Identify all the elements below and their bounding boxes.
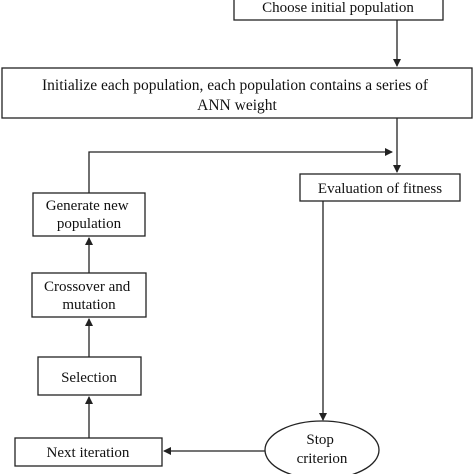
node-label: Generate new population [46, 198, 133, 232]
node-label: Selection [61, 370, 117, 386]
node-selection: Selection [37, 356, 142, 396]
node-generate-new-population: Generate new population [32, 192, 146, 237]
node-label: Crossover and mutation [44, 279, 134, 313]
node-label: Evaluation of fitness [318, 181, 442, 197]
node-evaluation-of-fitness: Evaluation of fitness [299, 173, 461, 202]
node-label: Stop criterion [297, 432, 348, 467]
node-choose-initial-population: Choose initial population [233, 0, 444, 21]
node-label: Next iteration [47, 445, 130, 461]
node-label: Initialize each population, each populat… [42, 77, 432, 114]
edges [85, 20, 401, 455]
node-crossover-and-mutation: Crossover and mutation [31, 272, 147, 318]
node-initialize-population: Initialize each population, each populat… [1, 67, 473, 119]
node-label: Choose initial population [262, 0, 414, 16]
edge-generate-loop-to-evaluation [88, 148, 393, 193]
node-next-iteration: Next iteration [14, 437, 163, 467]
node-stop-criterion: Stop criterion [264, 420, 380, 474]
